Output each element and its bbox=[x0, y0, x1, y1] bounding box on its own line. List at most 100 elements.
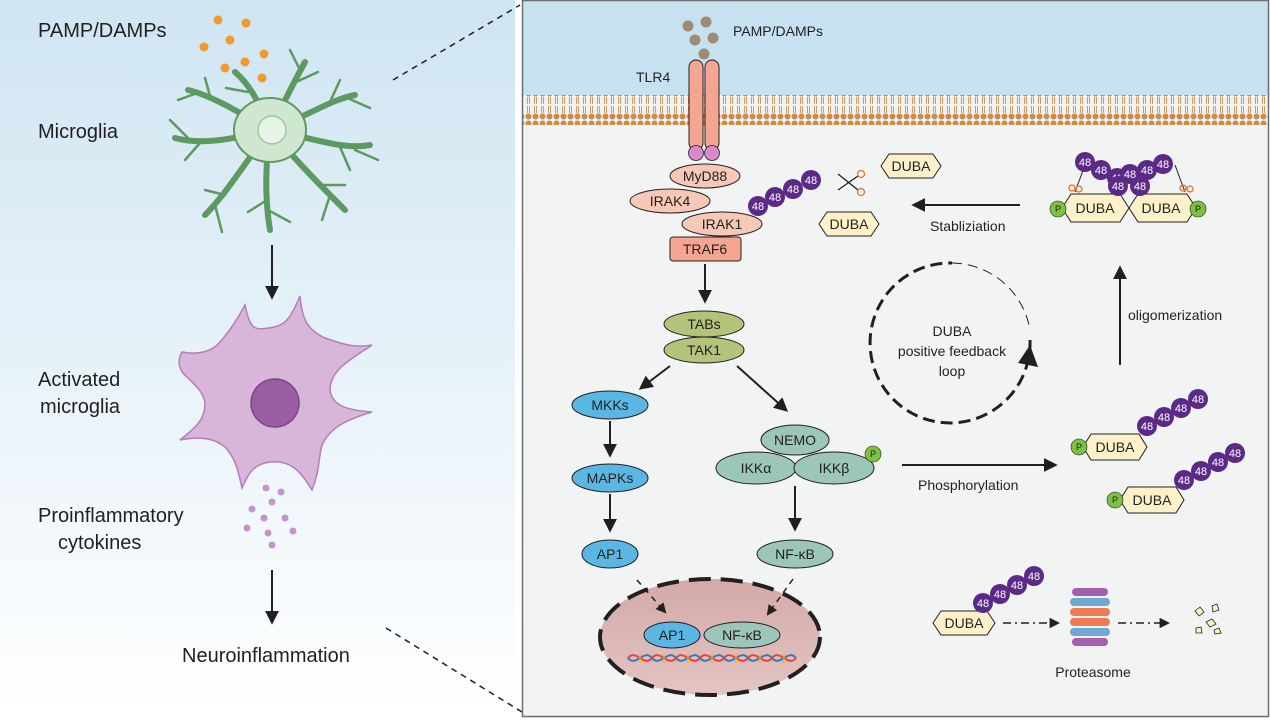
duba-dimer-right-label: DUBA bbox=[1142, 200, 1182, 216]
nemo-label: NEMO bbox=[774, 432, 816, 448]
svg-text:48: 48 bbox=[994, 589, 1006, 601]
svg-text:48: 48 bbox=[1195, 466, 1207, 478]
tabs-label: TABs bbox=[687, 316, 720, 332]
extracellular-space bbox=[522, 0, 1269, 95]
irak1-label: IRAK1 bbox=[702, 216, 743, 232]
microglia-nucleus bbox=[257, 115, 287, 145]
microglia-label: Microglia bbox=[38, 121, 119, 143]
svg-text:P: P bbox=[1112, 495, 1118, 505]
ap1-node bbox=[581, 539, 639, 569]
traf6-label: TRAF6 bbox=[683, 241, 728, 257]
duba-phospho-lower bbox=[1119, 486, 1185, 514]
svg-text:48: 48 bbox=[1175, 403, 1187, 415]
nuclear-ap1-label: AP1 bbox=[659, 627, 686, 643]
mkks-node bbox=[571, 390, 649, 420]
svg-text:48: 48 bbox=[1157, 159, 1169, 171]
svg-text:P: P bbox=[1195, 204, 1201, 214]
svg-text:48: 48 bbox=[787, 184, 799, 196]
nuclear-nfkb-node bbox=[703, 621, 781, 649]
svg-text:48: 48 bbox=[1124, 169, 1136, 181]
stabilization-label: Stabliziation bbox=[930, 218, 1006, 234]
ikkb-phospho bbox=[864, 445, 882, 463]
feedback-line-3: loop bbox=[939, 363, 966, 379]
duba-dimer-left-label: DUBA bbox=[1076, 200, 1116, 216]
svg-text:48: 48 bbox=[1028, 571, 1040, 583]
mkks-label: MKKs bbox=[591, 397, 628, 413]
irak4-label: IRAK4 bbox=[650, 193, 691, 209]
oligomerization-label: oligomerization bbox=[1128, 307, 1222, 323]
dimer-scissors-icon bbox=[1068, 184, 1194, 193]
duba-degradation bbox=[932, 610, 996, 636]
zoom-line-bottom bbox=[385, 627, 523, 713]
feedback-loop-thin bbox=[951, 262, 1031, 331]
svg-text:48: 48 bbox=[1141, 165, 1153, 177]
zoom-line-top bbox=[392, 4, 521, 81]
proteasome-label: Proteasome bbox=[1055, 664, 1131, 680]
nfkb-label: NF-κB bbox=[775, 546, 815, 562]
svg-text:48: 48 bbox=[752, 201, 764, 213]
feedback-line-1: DUBA bbox=[933, 323, 973, 339]
neuroinflammation-label: Neuroinflammation bbox=[182, 645, 350, 667]
nemo-node bbox=[760, 424, 830, 456]
left-pamp-label: PAMP/DAMPs bbox=[38, 20, 167, 42]
svg-text:48: 48 bbox=[1095, 165, 1107, 177]
traf6-node bbox=[669, 236, 742, 262]
svg-text:P: P bbox=[1055, 204, 1061, 214]
svg-text:48: 48 bbox=[805, 175, 817, 187]
duba-free-bottom bbox=[818, 211, 880, 237]
pamp-particles bbox=[199, 15, 269, 83]
ligand-label: PAMP/DAMPs bbox=[733, 23, 823, 39]
ikkb-node bbox=[793, 451, 875, 485]
activated-microglia-label-2: microglia bbox=[40, 396, 121, 418]
duba-free-top bbox=[880, 153, 942, 179]
ikkb-label: IKKβ bbox=[819, 460, 850, 476]
svg-text:48: 48 bbox=[1192, 394, 1204, 406]
dimer-phospho-left bbox=[1049, 200, 1067, 218]
myd88-node bbox=[669, 163, 741, 189]
irak1-node bbox=[681, 211, 763, 237]
feedback-loop-arrow bbox=[868, 261, 1032, 425]
svg-text:48: 48 bbox=[1141, 421, 1153, 433]
irak1-ubiquitin-chain: 48 48 48 48 bbox=[748, 170, 821, 216]
svg-text:P: P bbox=[1076, 442, 1082, 452]
cytokines-label-1: Proinflammatory bbox=[38, 505, 184, 527]
mapks-node bbox=[571, 463, 649, 493]
arrow-tak1-ikk bbox=[736, 365, 789, 412]
arrow-ap1-nucleus bbox=[636, 579, 667, 614]
duba-lower-ubiquitin-chain: 48 48 48 48 bbox=[1174, 443, 1245, 490]
svg-text:48: 48 bbox=[1212, 457, 1224, 469]
degradation-ubiquitin-chain: 48 48 48 48 bbox=[973, 566, 1044, 613]
duba-free-bottom-label: DUBA bbox=[830, 216, 870, 232]
mapks-label: MAPKs bbox=[587, 470, 634, 486]
duba-degradation-label: DUBA bbox=[945, 615, 985, 631]
scissors-icon bbox=[837, 169, 866, 197]
svg-text:48: 48 bbox=[1079, 157, 1091, 169]
nuclear-nfkb-label: NF-κB bbox=[722, 627, 762, 643]
cell-membrane bbox=[522, 95, 1269, 125]
activated-microglia-nucleus bbox=[250, 378, 300, 428]
zoom-panel-border bbox=[521, 0, 1270, 718]
svg-text:48: 48 bbox=[769, 192, 781, 204]
duba-upper-ubiquitin-chain: 48 48 48 48 bbox=[1137, 389, 1208, 436]
svg-text:48: 48 bbox=[977, 598, 989, 610]
activated-microglia-label-1: Activated bbox=[38, 369, 120, 391]
ap1-label: AP1 bbox=[597, 546, 624, 562]
arrow-nfkb-nucleus bbox=[766, 578, 794, 616]
nfkb-node bbox=[756, 539, 834, 569]
tlr4-receptor bbox=[688, 59, 720, 161]
ligand-particles bbox=[682, 16, 719, 60]
tlr4-label: TLR4 bbox=[636, 69, 670, 85]
peptide-fragments-icon bbox=[1194, 603, 1222, 635]
duba-phospho-upper-label: DUBA bbox=[1096, 439, 1136, 455]
feedback-loop-arrowhead bbox=[1018, 345, 1038, 367]
duba-phospho-upper bbox=[1082, 433, 1148, 461]
feedback-line-2: positive feedback bbox=[898, 343, 1007, 359]
svg-text:48: 48 bbox=[1178, 475, 1190, 487]
tak1-label: TAK1 bbox=[687, 342, 721, 358]
tak1-node bbox=[663, 336, 745, 364]
svg-text:48: 48 bbox=[1134, 181, 1146, 193]
dimer-phospho-right bbox=[1189, 200, 1207, 218]
arrow-tak1-mkks bbox=[638, 365, 671, 390]
